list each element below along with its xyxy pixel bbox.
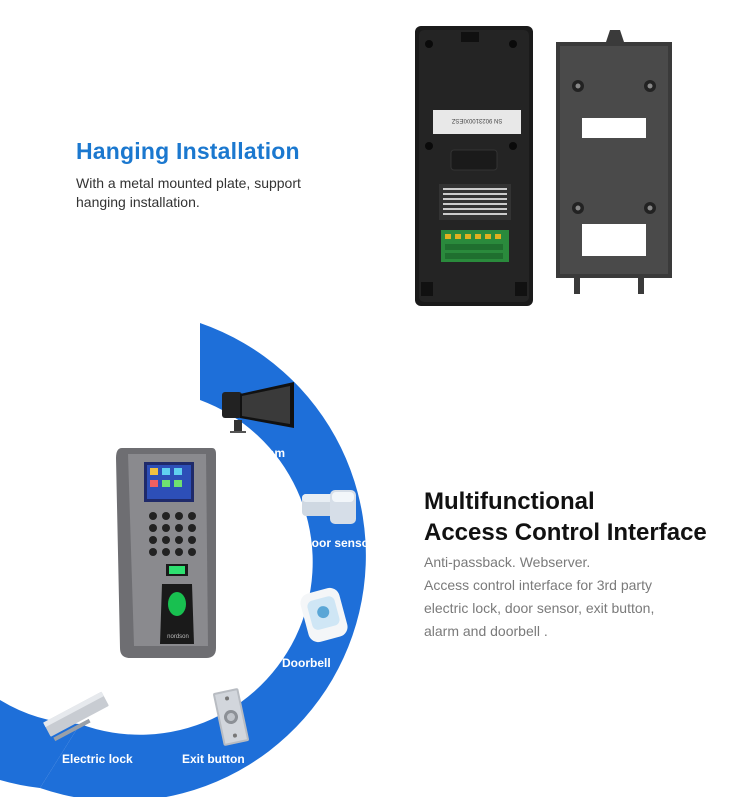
electric-lock-icon [43,691,109,742]
multifunctional-title-line1: Multifunctional [424,488,595,515]
access-terminal-image: nordson [116,448,216,658]
serial-label: SN 9023100XIESZ [451,117,502,123]
terminal-brand: nordson [167,634,189,640]
hanging-installation-title: Hanging Installation [76,138,300,164]
multifunctional-title-line2: Access Control Interface [424,519,707,546]
multifunctional-desc-line: Anti-passback. Webserver. [424,554,591,570]
exit-button-icon [213,688,249,746]
multifunctional-description: Anti-passback. Webserver. Access control… [424,551,734,643]
device-back-image: SN 9023100XIESZ [415,26,533,306]
door-sensor-icon [302,490,356,524]
alarm-siren-icon [222,382,294,433]
multifunctional-title: Multifunctional Access Control Interface [424,486,707,548]
hanging-installation-description: With a metal mounted plate, support hang… [76,175,301,210]
feature-label-doorbell: Doorbell [282,656,331,670]
feature-label-electric-lock: Electric lock [62,752,133,766]
mount-plate-image [556,30,672,294]
doorbell-icon [300,587,348,643]
feature-arc [0,323,366,797]
multifunctional-desc-line: Access control interface for 3rd party [424,577,652,593]
multifunctional-desc-line: alarm and doorbell . [424,623,548,639]
multifunctional-desc-line: electric lock, door sensor, exit button, [424,600,655,616]
feature-label-door-sensor: Door sensor [303,536,374,550]
feature-label-exit-button: Exit button [182,752,245,766]
feature-label-alarm: Alram [251,446,286,460]
